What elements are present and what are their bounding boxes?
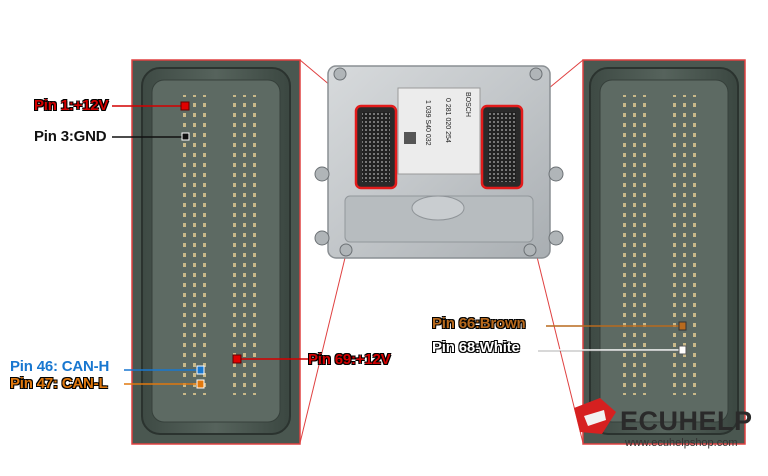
ecuhelp-logo-icon: [574, 398, 616, 434]
pin68-marker: [678, 345, 687, 355]
pin69-marker: [232, 354, 242, 364]
pin68-label: Pin 68:White: [432, 339, 520, 356]
pin69-label: Pin 69:+12V: [308, 351, 391, 368]
module-maker: BOSCH: [464, 92, 471, 117]
pin1-marker: [180, 101, 190, 111]
left-connector: [131, 59, 301, 445]
module-sticker-text: BOSCH 0 281 020 254 1 039 S40 032: [424, 92, 471, 146]
pin66-marker: [678, 321, 687, 331]
watermark-brand: ECUHELP: [620, 406, 753, 436]
pin1-label: Pin 1:+12V: [34, 97, 109, 114]
pin47-label: Pin 47: CAN-L: [10, 375, 108, 392]
pin46-marker: [196, 365, 205, 375]
leader-lines: [112, 105, 681, 385]
pin-markers: [180, 101, 687, 389]
pin3-marker: [181, 132, 190, 141]
right-connector: [582, 59, 746, 445]
pin66-label: Pin 66:Brown: [432, 315, 526, 332]
module-code: 1 039 S40 032: [424, 100, 431, 146]
ecu-module: [314, 65, 564, 259]
watermark-url: www.ecuhelpshop.com: [625, 437, 738, 449]
module-serial: 0 281 020 254: [444, 98, 451, 143]
pin46-label: Pin 46: CAN-H: [10, 358, 110, 375]
pin3-label: Pin 3:GND: [34, 128, 107, 145]
pin47-marker: [196, 379, 205, 389]
